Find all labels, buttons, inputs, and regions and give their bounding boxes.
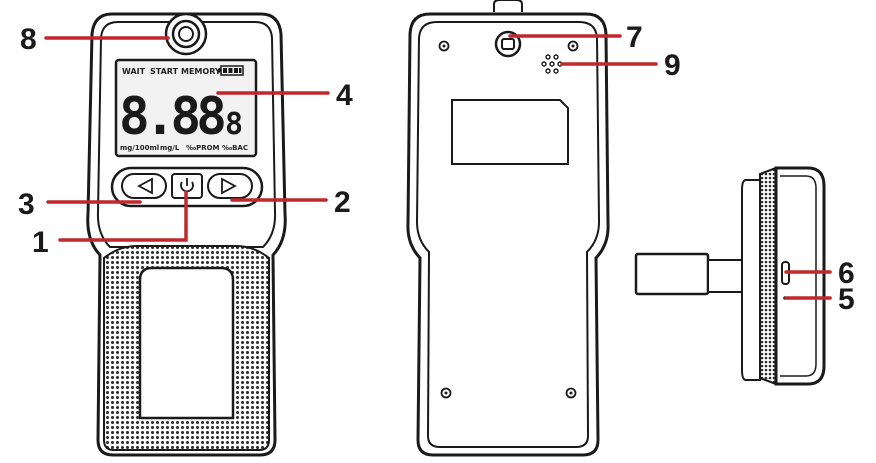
callout-7: 7 [626,21,643,54]
left-button[interactable] [121,173,167,199]
side-view [634,166,826,386]
callout-1: 1 [32,226,49,259]
lcd-indicator-memory: MEMORY [181,67,221,76]
side-back-plate [741,179,761,381]
speaker-holes-icon [541,54,563,74]
lcd-indicator-start: START [150,67,179,76]
side-mouthpiece-neck [707,259,747,293]
lcd-unit-bac: ‰BAC [222,144,248,152]
lcd-unit-mgl: mg/L [160,144,180,152]
callout-9: 9 [664,49,681,82]
lcd-small-digit: 8 [225,107,243,142]
battery-icon [218,65,244,76]
callout-6: 6 [838,257,855,290]
callout-8: 8 [20,23,37,56]
triangle-right-icon [221,177,237,195]
lcd-screen [114,58,258,158]
back-view [406,0,610,457]
lcd-reading: 8.88 [119,87,225,147]
back-inner-outline [415,21,601,448]
lcd-unit-prom: ‰PROM [186,144,220,152]
callout-5: 5 [838,283,855,316]
side-inner-line [780,175,817,377]
front-inner-rim [96,21,277,248]
right-button[interactable] [207,173,253,199]
front-grip-window [138,266,235,420]
side-grip-texture [759,166,777,386]
callout-4: 4 [336,79,353,112]
side-mouthpiece [634,252,710,296]
callouts: 8 4 3 2 1 7 9 6 5 [18,21,855,316]
callout-3: 3 [18,188,35,221]
side-body-outline [774,166,826,386]
callout-line-1 [58,190,188,242]
callout-2: 2 [334,186,351,219]
back-body-outline [406,12,610,457]
back-mouthpiece [493,0,523,58]
front-mouthpiece [164,12,208,56]
back-label-plate [451,99,569,165]
lcd-indicator-wait: WAIT [122,67,146,76]
screw-icon [438,40,579,399]
lcd-unit-mg100ml: mg/100ml [120,144,159,152]
triangle-left-icon [137,177,153,195]
